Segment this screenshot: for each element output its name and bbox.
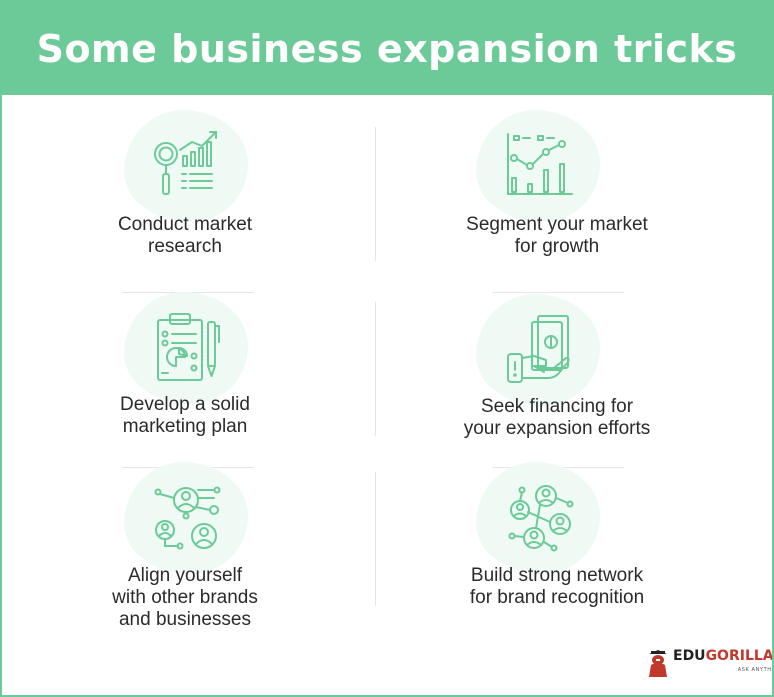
tip-label: Segment your market for growth (466, 214, 648, 257)
financing-icon (507, 315, 570, 383)
edugorilla-logo: EDUGORILLATM ASK ANYTHING (646, 648, 774, 678)
brand-alignment-icon (154, 486, 221, 550)
market-research-icon (154, 131, 217, 195)
page-title: Some business expansion tricks (36, 26, 738, 71)
logo-wordmark: EDUGORILLATM ASK ANYTHING (673, 649, 774, 677)
tip-label: Align yourself with other brands and bus… (112, 565, 258, 630)
column-divider (375, 302, 376, 436)
tip-label: Conduct market research (117, 214, 253, 257)
tip-label: Build strong network for brand recogniti… (469, 565, 645, 608)
gorilla-mascot-icon (649, 650, 667, 677)
marketing-plan-icon (157, 313, 220, 381)
tip-label: Seek financing for your expansion effort… (463, 396, 651, 439)
segment-chart-icon (507, 133, 573, 195)
icon-background (124, 292, 248, 404)
column-divider (375, 472, 376, 606)
column-divider (375, 127, 376, 261)
icon-background (476, 110, 600, 222)
network-icon (508, 485, 574, 552)
row-divider (492, 292, 624, 293)
logo-tagline: ASK ANYTHING (737, 667, 774, 673)
header-banner: Some business expansion tricks (2, 2, 772, 95)
tip-label: Develop a solid marketing plan (120, 394, 250, 437)
